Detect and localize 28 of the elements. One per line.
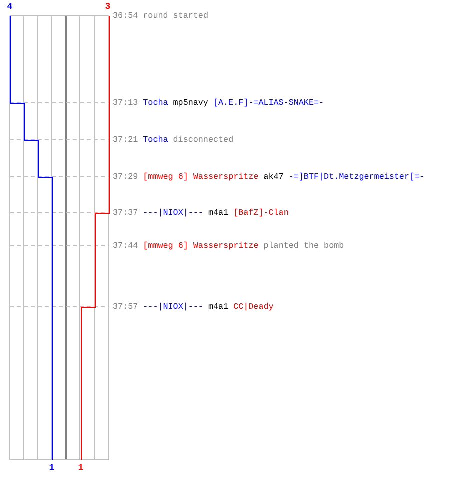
timestamp: 37:57 xyxy=(113,301,138,313)
count-label: 4 xyxy=(7,2,13,12)
player-name: Tocha xyxy=(143,134,168,146)
player-name: [BafZ]-Clan xyxy=(234,207,289,219)
timestamp: 37:29 xyxy=(113,171,138,183)
timestamp: 37:21 xyxy=(113,134,138,146)
timestamp: 37:44 xyxy=(113,240,138,252)
player-name: ---|NIOX|--- xyxy=(143,207,204,219)
weapon-name: mp5navy xyxy=(173,97,208,109)
player-name: [mmweg 6] Wasserspritze xyxy=(143,240,259,252)
timestamp: 37:13 xyxy=(113,97,138,109)
event-text: disconnected xyxy=(173,134,234,146)
weapon-name: ak47 xyxy=(264,171,284,183)
player-name: CC|Deady xyxy=(234,301,274,313)
player-name: -=]BTF|Dt.Metzgermeister[=- xyxy=(288,171,425,183)
count-label: 3 xyxy=(105,2,111,12)
player-name: ---|NIOX|--- xyxy=(143,301,204,313)
count-label: 1 xyxy=(49,463,55,473)
timestamp: 36:54 xyxy=(113,10,138,22)
event-text: planted the bomb xyxy=(264,240,344,252)
player-name: [A.E.F]-=ALIAS-SNAKE=- xyxy=(213,97,324,109)
weapon-name: m4a1 xyxy=(208,207,229,219)
player-name: Tocha xyxy=(143,97,168,109)
count-label: 1 xyxy=(78,463,84,473)
timestamp: 37:37 xyxy=(113,207,138,219)
weapon-name: m4a1 xyxy=(208,301,229,313)
player-name: [mmweg 6] Wasserspritze xyxy=(143,171,259,183)
event-text: round started xyxy=(143,10,208,22)
